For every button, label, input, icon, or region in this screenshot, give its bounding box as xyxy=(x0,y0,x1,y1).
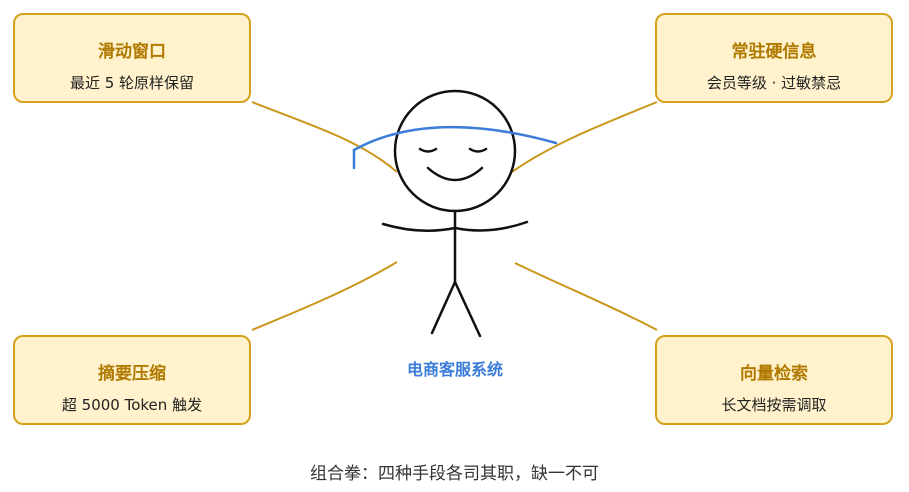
figure-left-eye xyxy=(418,147,438,153)
card-summary-compression: 摘要压缩 超 5000 Token 触发 xyxy=(13,335,251,425)
card-title: 滑动窗口 xyxy=(98,42,166,62)
figure-left-leg xyxy=(430,280,457,335)
card-title: 常驻硬信息 xyxy=(731,42,817,62)
stick-figure xyxy=(381,89,529,338)
diagram-caption: 组合拳：四种手段各司其职，缺一不可 xyxy=(310,464,599,484)
connector-top-left xyxy=(251,101,398,173)
card-title: 摘要压缩 xyxy=(98,364,166,384)
figure-right-leg xyxy=(453,280,482,338)
figure-smile xyxy=(426,166,484,182)
connector-top-right xyxy=(511,101,658,173)
figure-head xyxy=(393,89,517,213)
connector-bottom-left xyxy=(251,261,398,331)
connector-bottom-right xyxy=(514,262,658,331)
card-vector-retrieval: 向量检索 长文档按需调取 xyxy=(655,335,893,425)
card-title: 向量检索 xyxy=(740,364,808,384)
card-description: 会员等级 · 过敏禁忌 xyxy=(706,74,842,92)
figure-right-eye xyxy=(468,147,488,153)
card-persistent-info: 常驻硬信息 会员等级 · 过敏禁忌 xyxy=(655,13,893,103)
halo-arc xyxy=(352,125,558,170)
card-description: 超 5000 Token 触发 xyxy=(61,396,203,414)
figure-arms xyxy=(381,220,529,232)
center-label: 电商客服系统 xyxy=(406,360,503,379)
card-description: 最近 5 轮原样保留 xyxy=(69,74,195,92)
card-description: 长文档按需调取 xyxy=(721,396,827,414)
card-sliding-window: 滑动窗口 最近 5 轮原样保留 xyxy=(13,13,251,103)
